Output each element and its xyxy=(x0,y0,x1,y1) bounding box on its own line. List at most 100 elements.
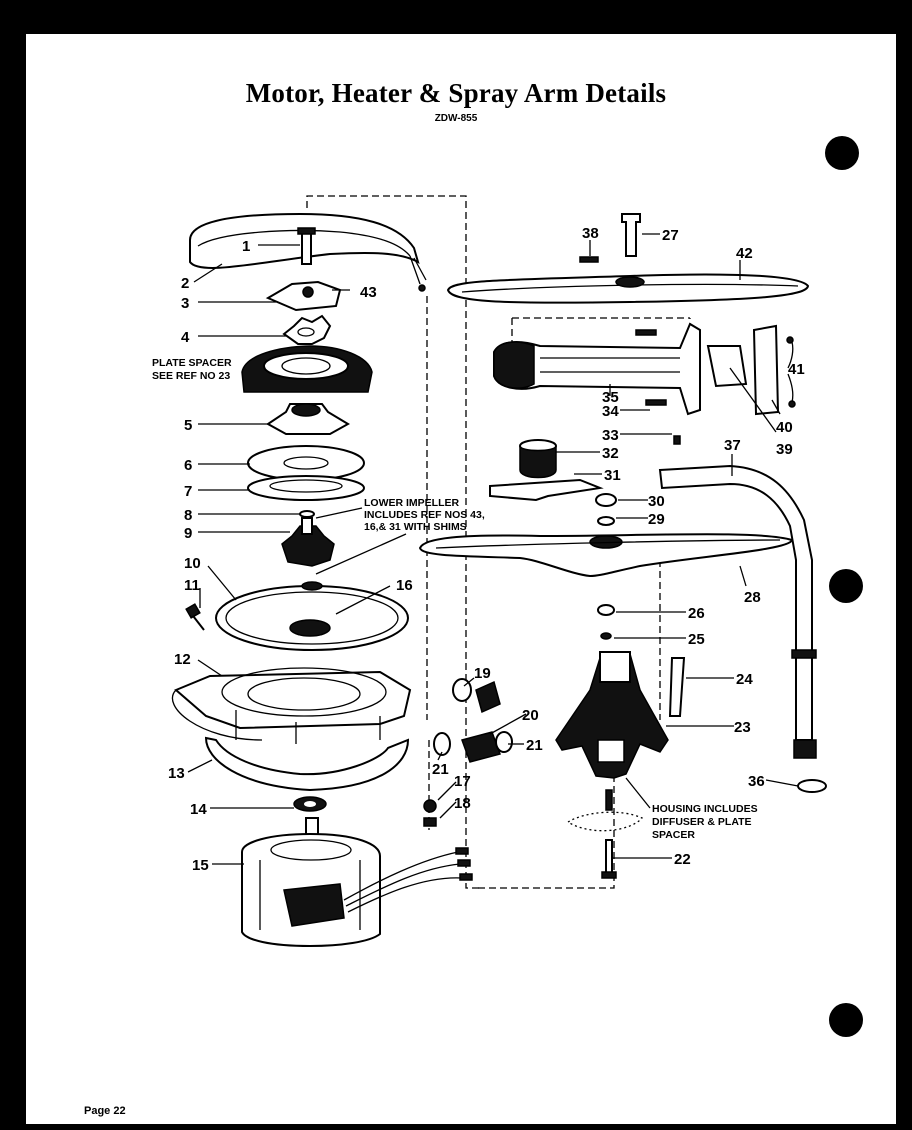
screw-33 xyxy=(673,435,681,445)
callout-26: 26 xyxy=(688,605,705,622)
callout-30: 30 xyxy=(648,493,665,510)
callout-6: 6 xyxy=(184,457,192,474)
lower-impeller xyxy=(281,525,335,567)
note-lower-impeller: LOWER IMPELLER INCLUDES REF NOS 43, 16,&… xyxy=(364,497,485,533)
callout-18: 18 xyxy=(454,795,471,812)
nut-26 xyxy=(597,604,615,616)
callout-22: 22 xyxy=(674,851,691,868)
screw-24 xyxy=(668,657,686,717)
hose-20 xyxy=(461,731,501,763)
callout-31: 31 xyxy=(604,467,621,484)
note-plate-spacer-line2: SEE REF NO 23 xyxy=(152,370,230,382)
washer-29 xyxy=(597,516,615,526)
callout-3: 3 xyxy=(181,295,189,312)
callout-23: 23 xyxy=(734,719,751,736)
diagram-title: Motor, Heater & Spray Arm Details xyxy=(245,78,667,108)
callout-42: 42 xyxy=(736,245,753,262)
seal xyxy=(266,403,350,435)
callout-19: 19 xyxy=(474,665,491,682)
washer xyxy=(299,510,315,518)
plate-spacer xyxy=(241,345,373,393)
callout-29: 29 xyxy=(648,511,665,528)
screw-34 xyxy=(645,399,667,406)
hose-clamp-21b xyxy=(495,731,513,753)
tube-seal-36 xyxy=(797,779,827,793)
grommet-18 xyxy=(423,817,437,827)
note-lower-impeller-line2: INCLUDES REF NOS 43, xyxy=(364,509,485,521)
callout-14: 14 xyxy=(190,801,207,818)
callout-28: 28 xyxy=(744,589,761,606)
diffuser xyxy=(566,789,644,832)
parts-sheet xyxy=(26,34,896,1124)
note-lower-impeller-line3: 16,& 31 WITH SHIMS xyxy=(364,521,467,533)
screw-22 xyxy=(605,839,613,875)
punch-hole-bottom xyxy=(829,1003,863,1037)
callout-24: 24 xyxy=(736,671,753,688)
star-washer xyxy=(282,314,332,345)
callout-40: 40 xyxy=(776,419,793,436)
filter-screen xyxy=(215,585,409,651)
callout-38: 38 xyxy=(582,225,599,242)
note-plate-spacer-line1: PLATE SPACER xyxy=(152,357,232,369)
callout-27: 27 xyxy=(662,227,679,244)
callout-21b: 21 xyxy=(526,737,543,754)
note-lower-impeller-line1: LOWER IMPELLER xyxy=(364,497,459,509)
nut-17 xyxy=(423,799,437,813)
bolt-27 xyxy=(621,213,641,257)
impeller-hub xyxy=(289,619,331,637)
hose-clamp-19 xyxy=(452,678,501,714)
callout-36: 36 xyxy=(748,773,765,790)
callout-8: 8 xyxy=(184,507,192,524)
callout-16: 16 xyxy=(396,577,413,594)
callout-34: 34 xyxy=(602,403,619,420)
supply-tube xyxy=(658,464,827,793)
callout-37: 37 xyxy=(724,437,741,454)
callout-9: 9 xyxy=(184,525,192,542)
base-plate xyxy=(204,736,410,792)
callout-21a: 21 xyxy=(432,761,449,778)
callout-20: 20 xyxy=(522,707,539,724)
screw-38 xyxy=(579,256,599,263)
callout-25: 25 xyxy=(688,631,705,648)
punch-hole-middle xyxy=(829,569,863,603)
impeller-plate xyxy=(247,445,365,481)
bracket-39 xyxy=(706,345,748,388)
screw-1 xyxy=(301,229,312,265)
callout-15: 15 xyxy=(192,857,209,874)
callout-41: 41 xyxy=(788,361,805,378)
note-housing-line1: HOUSING INCLUDES xyxy=(652,803,758,815)
note-housing: HOUSING INCLUDES DIFFUSER & PLATE SPACER xyxy=(652,803,758,841)
pump-base xyxy=(171,667,412,744)
callout-35: 35 xyxy=(602,389,619,406)
model-number: ZDW-855 xyxy=(434,113,478,124)
motor xyxy=(241,817,381,948)
callout-11: 11 xyxy=(184,577,200,594)
page-number: Page 22 xyxy=(84,1105,126,1117)
hose-clamp-21a xyxy=(433,732,451,756)
callout-43: 43 xyxy=(360,284,377,301)
upper-spray-arm xyxy=(446,273,810,304)
callout-39: 39 xyxy=(776,441,793,458)
callout-5: 5 xyxy=(184,417,192,434)
note-housing-line2: DIFFUSER & PLATE xyxy=(652,816,752,828)
washer-25 xyxy=(600,632,612,640)
plate-31 xyxy=(489,478,604,502)
callout-32: 32 xyxy=(602,445,619,462)
note-housing-line3: SPACER xyxy=(652,829,695,841)
callout-4: 4 xyxy=(181,329,190,346)
callout-13: 13 xyxy=(168,765,185,782)
callout-12: 12 xyxy=(174,651,191,668)
callout-10: 10 xyxy=(184,555,201,572)
callout-labels: 1 2 3 43 4 5 6 7 8 9 10 11 16 12 13 14 1… xyxy=(168,225,805,874)
leader-lines xyxy=(187,233,799,865)
punch-hole-top xyxy=(825,136,859,170)
water-feed-32 xyxy=(519,439,557,479)
callout-7: 7 xyxy=(184,483,192,500)
bracket-40 xyxy=(752,324,780,416)
pump-housing xyxy=(555,651,669,779)
callout-33: 33 xyxy=(602,427,619,444)
note-plate-spacer: PLATE SPACER SEE REF NO 23 xyxy=(152,357,232,382)
